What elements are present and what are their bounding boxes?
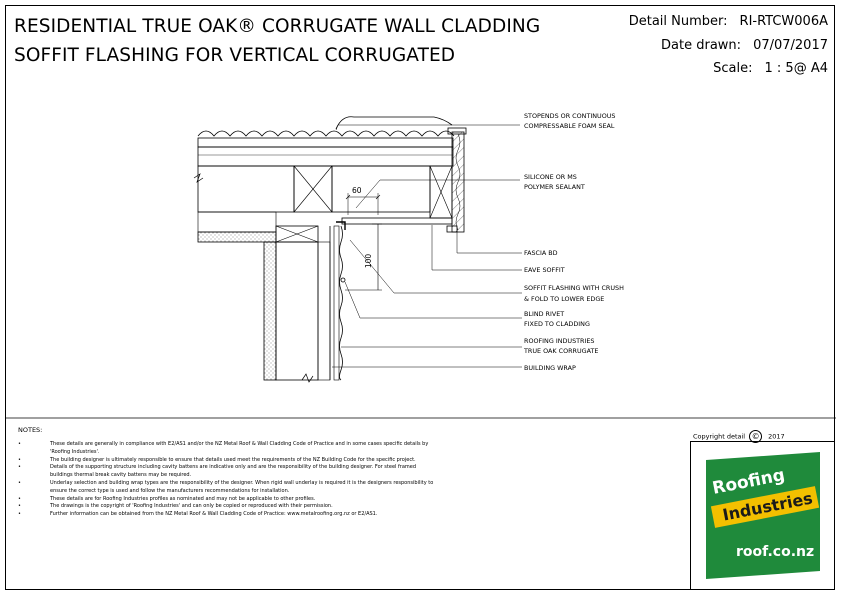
- label-flashing-1: SOFFIT FLASHING WITH CRUSH: [524, 284, 624, 292]
- note-text: These details are generally in complianc…: [50, 441, 429, 455]
- note-bullet: •: [18, 511, 21, 518]
- note-bullet: •: [18, 479, 21, 486]
- detail-number-value: RI-RTCW006A: [739, 14, 828, 29]
- copyright-label: Copyright detail: [693, 432, 746, 441]
- logo-box: [690, 441, 835, 590]
- note-bullet: •: [18, 456, 21, 463]
- copyright-icon: ©: [749, 430, 763, 443]
- scale-value: 1 : 5@ A4: [764, 61, 828, 76]
- label-ri-2: TRUE OAK CORRUGATE: [524, 347, 599, 355]
- detail-number: Detail Number: RI-RTCW006A: [629, 14, 828, 30]
- label-silicone-2: POLYMER SEALANT: [524, 183, 585, 191]
- notes-heading: NOTES:: [18, 426, 43, 434]
- note-text: These details are for Roofing Industries…: [50, 495, 316, 502]
- label-stopends-2: COMPRESSABLE FOAM SEAL: [524, 122, 615, 130]
- copyright-year: 2017: [768, 432, 785, 441]
- note-text: The drawings is the copyright of 'Roofin…: [50, 503, 333, 510]
- label-ri-1: ROOFING INDUSTRIES: [524, 337, 595, 345]
- notes-list: • These details are generally in complian…: [18, 441, 438, 519]
- label-fascia: FASCIA BD: [524, 249, 558, 257]
- note-text: Details of the supporting structure incl…: [50, 464, 416, 479]
- label-eave-soffit: EAVE SOFFIT: [524, 266, 565, 274]
- copyright: Copyright detail© 2017: [693, 430, 785, 443]
- date-drawn: Date drawn: 07/07/2017: [661, 38, 828, 54]
- drawing-title-line2: SOFFIT FLASHING FOR VERTICAL CORRUGATED: [14, 45, 456, 66]
- label-silicone-1: SILICONE OR MS: [524, 173, 577, 181]
- note-item: • The drawings is the copyright of 'Roofi…: [18, 503, 438, 511]
- note-bullet: •: [18, 441, 21, 447]
- label-building-wrap: BUILDING WRAP: [524, 364, 576, 372]
- note-text: Further information can be obtained from…: [50, 511, 378, 518]
- note-item: • Underlay selection and building wrap ty…: [18, 480, 438, 496]
- label-flashing-2: & FOLD TO LOWER EDGE: [524, 295, 605, 303]
- label-rivet-1: BLIND RIVET: [524, 310, 565, 318]
- dimension-60: 60: [352, 186, 362, 195]
- note-item: • The building designer is ultimately res…: [18, 457, 438, 465]
- date-drawn-label: Date drawn:: [661, 38, 742, 53]
- note-text: Underlay selection and building wrap typ…: [50, 479, 434, 494]
- label-rivet-2: FIXED TO CLADDING: [524, 320, 590, 328]
- note-bullet: •: [18, 495, 21, 502]
- note-bullet: •: [18, 503, 21, 510]
- scale-label: Scale:: [713, 61, 753, 76]
- drawing-border: [5, 5, 835, 590]
- note-item: • These details are for Roofing Industrie…: [18, 496, 438, 504]
- note-item: • Further information can be obtained fro…: [18, 511, 438, 519]
- detail-number-label: Detail Number:: [628, 14, 728, 29]
- label-stopends-1: STOPENDS OR CONTINUOUS: [524, 112, 616, 120]
- dimension-100: 100: [364, 253, 374, 269]
- roofing-industries-logo: Roofing Industries roof.co.nz: [706, 452, 820, 579]
- logo-url: roof.co.nz: [736, 544, 815, 560]
- roof-corrugate: [197, 130, 455, 137]
- date-drawn-value: 07/07/2017: [753, 38, 828, 53]
- note-item: • These details are generally in complian…: [18, 441, 438, 457]
- note-item: • Details of the supporting structure inc…: [18, 464, 438, 480]
- drawing-title-line1: RESIDENTIAL TRUE OAK® CORRUGATE WALL CLA…: [14, 16, 541, 37]
- scale: Scale: 1 : 5@ A4: [713, 61, 828, 77]
- note-bullet: •: [18, 464, 21, 471]
- note-text: The building designer is ultimately resp…: [50, 456, 416, 463]
